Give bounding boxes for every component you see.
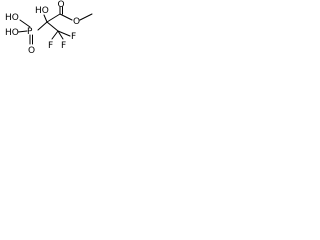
bond-calpha-p	[37, 21, 48, 31]
label-p: P	[27, 27, 33, 37]
bond-calpha-ccf3	[46, 21, 59, 32]
label-ho-alpha: HO	[35, 6, 49, 16]
bond-ccf3-fright	[57, 30, 71, 37]
label-o-phos: O	[28, 46, 35, 56]
label-f-lower-left: F	[48, 41, 53, 51]
bond-calpha-ccarbonyl	[46, 13, 61, 23]
label-ho-phos-upper: HO	[5, 13, 19, 23]
chemical-structure: HO O O HO HO P O F F F	[5, 0, 93, 56]
label-ho-phos-lower: HO	[5, 28, 19, 38]
label-f-right: F	[71, 32, 76, 42]
bond-calpha-oh	[43, 14, 48, 23]
bond-ccf3-flowerright	[57, 30, 64, 40]
bond-p-oh-upper	[19, 19, 31, 28]
label-o-carbonyl: O	[58, 0, 65, 10]
bond-oester-methyl	[79, 13, 93, 21]
label-o-ester: O	[73, 17, 80, 27]
bond-ccarbonyl-oester	[59, 13, 73, 21]
bond-ccf3-flowerleft	[51, 30, 59, 40]
label-f-lower-right: F	[61, 41, 66, 51]
bond-p-oh-lower	[17, 30, 28, 33]
